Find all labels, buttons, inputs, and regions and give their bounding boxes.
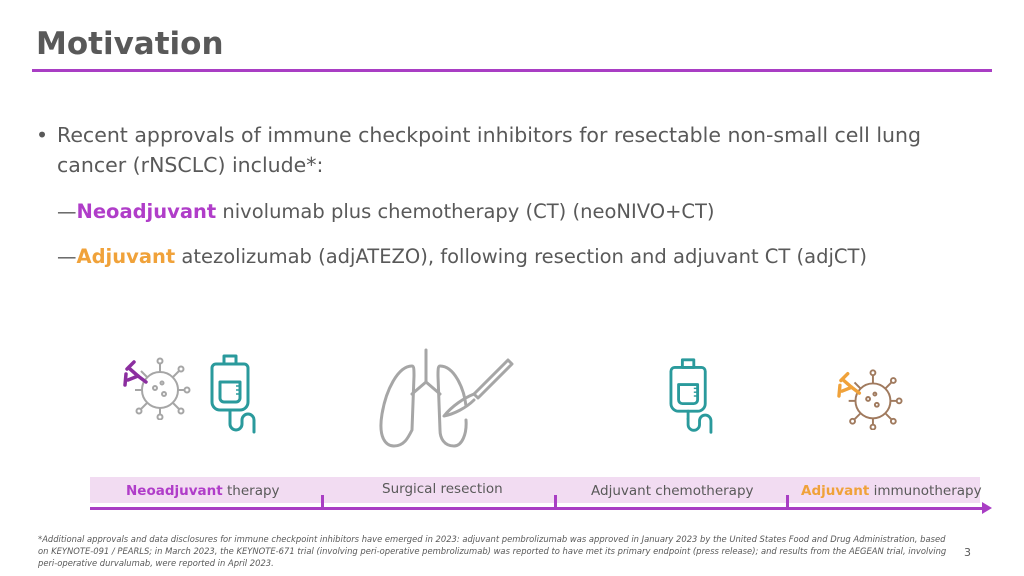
sub-item-text: atezolizumab (adjATEZO), following resec… — [175, 245, 868, 268]
title-underline — [32, 69, 992, 72]
antibody-virus-icon — [837, 369, 903, 430]
phase-adjuvant-immunotherapy: Adjuvant immunotherapy — [801, 483, 982, 499]
sub-item-adjuvant: —Adjuvant atezolizumab (adjATEZO), follo… — [57, 245, 867, 268]
neoadjuvant-keyword: Neoadjuvant — [76, 200, 217, 223]
timeline-arrowhead — [982, 502, 992, 514]
timeline-tick — [786, 495, 789, 509]
scalpel-icon — [442, 358, 514, 418]
lungs-icon — [379, 348, 468, 448]
phase-neoadjuvant-therapy: Neoadjuvant therapy — [126, 483, 280, 499]
footnote: *Additional approvals and data disclosur… — [38, 534, 947, 569]
adjuvant-keyword: Adjuvant — [801, 483, 870, 499]
timeline-arrow — [90, 507, 984, 510]
sub-item-text: nivolumab plus chemotherapy (CT) (neoNIV… — [216, 200, 715, 223]
phase-adjuvant-chemotherapy: Adjuvant chemotherapy — [591, 483, 754, 499]
neoadjuvant-keyword: Neoadjuvant — [126, 483, 223, 499]
iv-bag-icon — [210, 354, 256, 434]
adjuvant-keyword: Adjuvant — [76, 245, 176, 268]
iv-bag-icon — [669, 358, 713, 434]
phase-text: immunotherapy — [869, 483, 982, 499]
bullet-dot: • — [36, 123, 49, 147]
antibody-virus-icon — [123, 357, 191, 420]
phase-text: therapy — [222, 483, 280, 499]
bullet-text: Recent approvals of immune checkpoint in… — [57, 123, 922, 177]
timeline-tick — [554, 495, 557, 509]
phase-surgical-resection: Surgical resection — [382, 481, 503, 497]
sub-item-dash: — — [57, 245, 77, 268]
phase-text: Surgical resection — [382, 481, 503, 497]
timeline-band — [90, 477, 980, 503]
timeline-tick — [321, 495, 324, 509]
sub-item-neoadjuvant: —Neoadjuvant nivolumab plus chemotherapy… — [57, 200, 715, 223]
slide-title: Motivation — [36, 26, 224, 62]
page-number: 3 — [964, 546, 971, 559]
phase-text: Adjuvant chemotherapy — [591, 483, 754, 499]
sub-item-dash: — — [57, 200, 77, 223]
